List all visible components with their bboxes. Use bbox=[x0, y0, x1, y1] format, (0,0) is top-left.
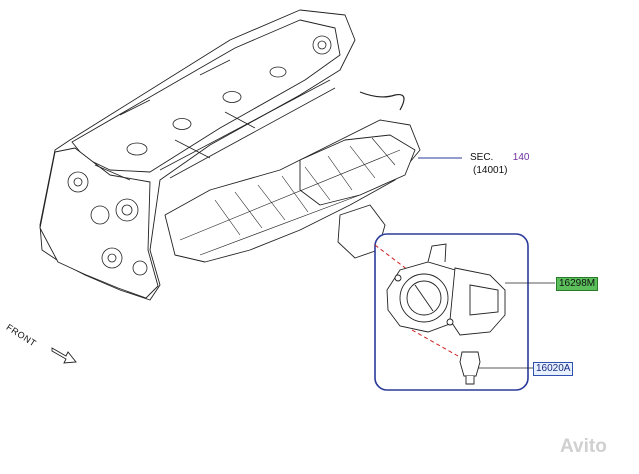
bolt bbox=[459, 351, 481, 385]
front-arrow-icon bbox=[51, 347, 77, 364]
part-tag-16020A: 16020A bbox=[533, 362, 574, 376]
dash-line bbox=[374, 244, 459, 357]
valve-cover bbox=[71, 19, 341, 173]
part-tag-16298M: 16298M bbox=[556, 277, 599, 291]
section-ref: SEC. 140 bbox=[470, 152, 529, 164]
watermark-logo: Avito bbox=[560, 436, 607, 457]
intake-plenum bbox=[299, 134, 416, 206]
hose bbox=[359, 91, 405, 111]
section-number: 140 bbox=[512, 152, 530, 163]
throttle-body bbox=[386, 243, 506, 336]
section-prefix: SEC. bbox=[470, 152, 494, 163]
section-sub: (14001) bbox=[473, 165, 508, 176]
